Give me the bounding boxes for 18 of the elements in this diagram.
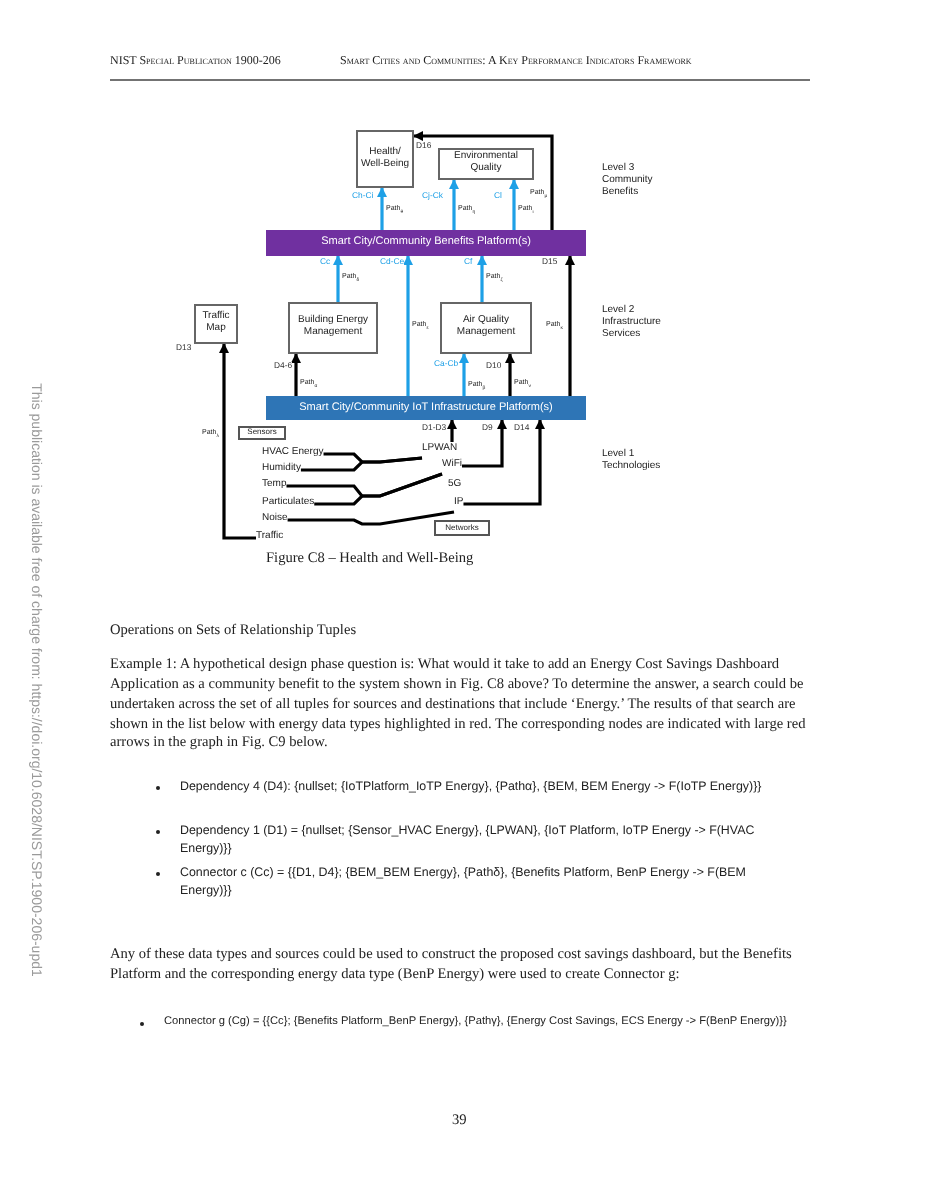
- arrow: [376, 187, 388, 230]
- arrow: [504, 353, 516, 396]
- arrow: [332, 255, 344, 302]
- arrow: [564, 255, 576, 396]
- connector-line: [287, 510, 455, 526]
- arrow: [462, 419, 508, 468]
- arrow: [508, 179, 520, 230]
- arrow: [413, 130, 554, 230]
- arrow: [218, 343, 256, 540]
- arrow: [463, 419, 546, 506]
- arrow: [402, 255, 414, 396]
- connector-line: [314, 472, 443, 506]
- arrow: [290, 353, 302, 396]
- arrow: [448, 179, 460, 230]
- arrow: [458, 353, 470, 396]
- arrow: [446, 419, 458, 442]
- connector-line: [300, 456, 423, 472]
- arrow: [476, 255, 488, 302]
